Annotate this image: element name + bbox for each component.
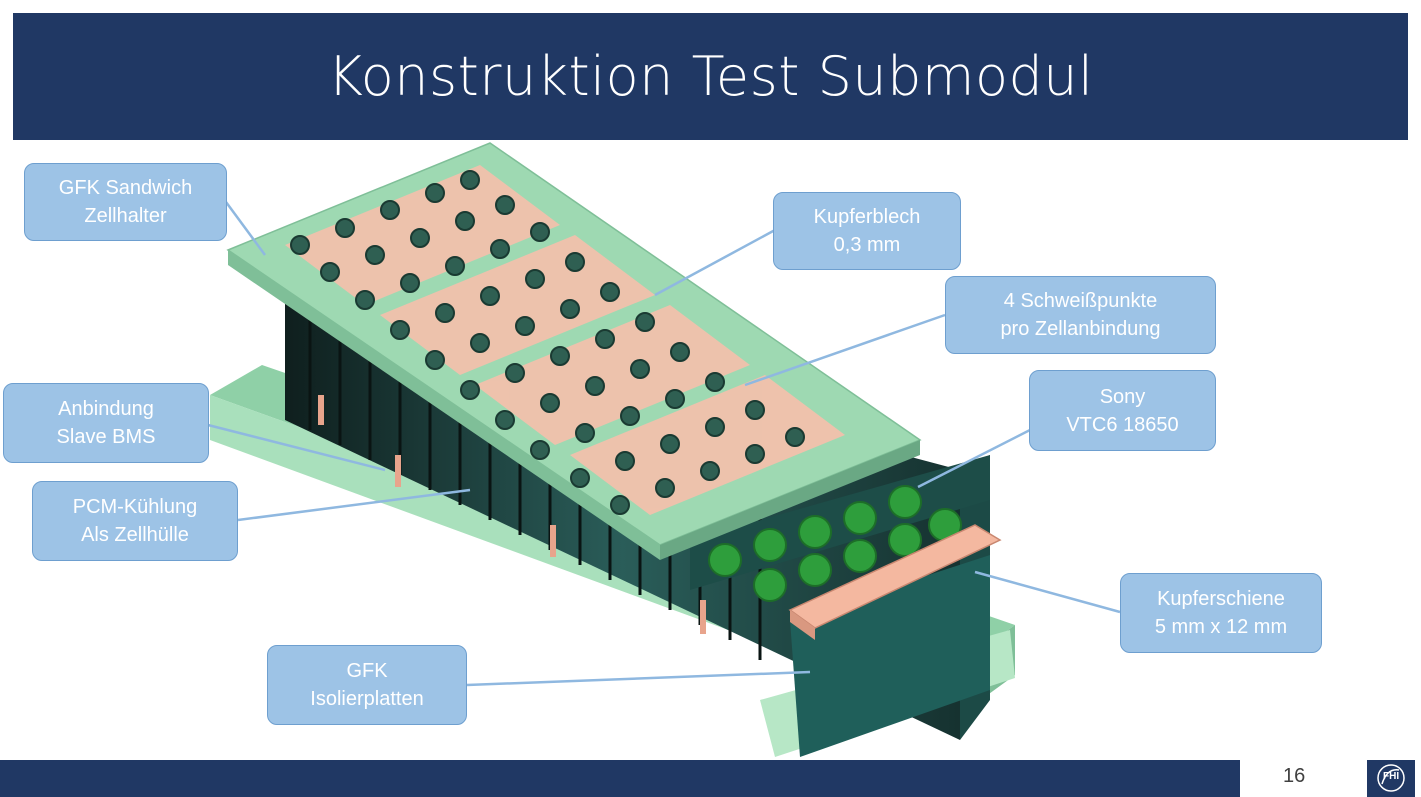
callout-gfk-isolier-line1: GFK [346,660,388,682]
callout-sony: Sony VTC6 18650 [1029,370,1216,451]
copper-busbar-edge [790,610,815,640]
callout-kupferblech-line2: 0,3 mm [833,234,901,256]
callout-pcm-line1: PCM-Kühlung [72,496,198,518]
callout-gfk-sandwich-line1: GFK Sandwich [58,177,193,199]
callout-kupferblech: Kupferblech 0,3 mm [773,192,961,270]
page-number: 16 [1283,765,1306,787]
green-cell-tops [708,485,962,602]
slide-title: Konstruktion Test Submodul [327,45,1094,108]
leader-lines [207,201,1121,687]
bms-tabs [318,395,706,634]
callout-schweisspunkte: 4 Schweißpunkte pro Zellanbindung [945,276,1216,354]
callout-gfk-sandwich: GFK Sandwich Zellhalter [24,163,227,241]
title-bar: Konstruktion Test Submodul [13,13,1408,140]
callout-anbindung: Anbindung Slave BMS [3,383,209,463]
cell-holes [290,170,805,515]
callout-sony-line2: VTC6 18650 [1066,413,1179,436]
callout-schweisspunkte-line1: 4 Schweißpunkte [1003,290,1158,312]
submodule-render [207,142,1121,757]
logo: FHI [1367,760,1415,797]
copper-busbar [788,524,1002,629]
callout-sony-line1: Sony [1099,385,1146,408]
callout-kupferschiene-line1: Kupferschiene [1157,588,1285,610]
callout-anbindung-line2: Slave BMS [56,426,156,448]
callout-gfk-sandwich-line2: Zellhalter [84,205,167,227]
callout-kupferschiene: Kupferschiene 5 mm x 12 mm [1120,573,1322,653]
callout-pcm-line2: Als Zellhülle [81,524,189,546]
top-gfk-plate-edge [228,250,660,560]
callout-kupferschiene-line2: 5 mm x 12 mm [1154,616,1288,638]
footer-bar [0,760,1240,797]
logo-circle-icon [1377,764,1405,792]
callout-schweisspunkte-line2: pro Zellanbindung [1000,318,1161,340]
logo-text: FHI [1383,771,1400,782]
callout-gfk-isolier-line2: Isolierplatten [310,688,424,710]
callout-pcm: PCM-Kühlung Als Zellhülle [32,481,238,561]
callout-kupferblech-line1: Kupferblech [813,206,921,228]
top-gfk-plate-side [660,440,920,560]
callout-gfk-isolier: GFK Isolierplatten [267,645,467,725]
callout-anbindung-line1: Anbindung [58,398,154,420]
